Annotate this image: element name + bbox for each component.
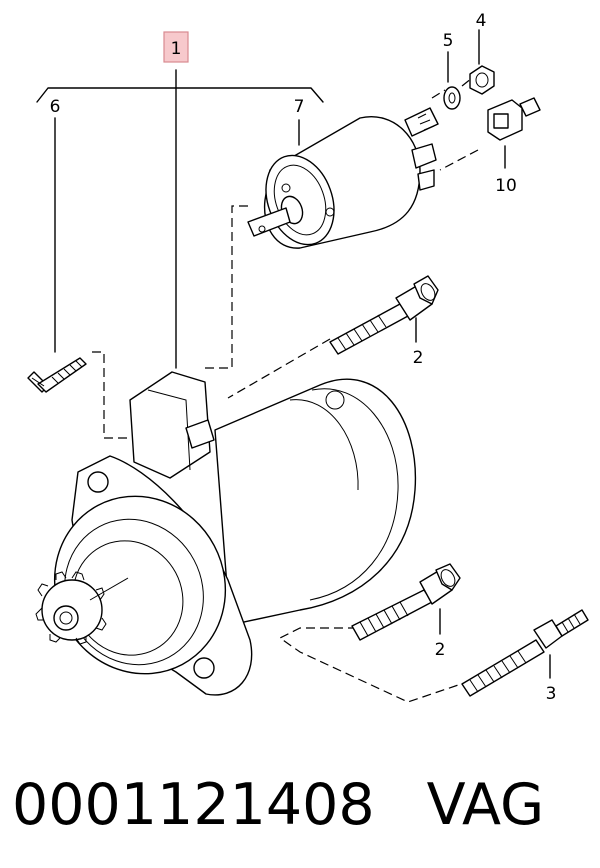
solenoid-7 (247, 107, 439, 249)
stud-3 (461, 609, 589, 697)
brand-name: VAG (426, 772, 545, 838)
washer-5 (443, 86, 461, 110)
callout-4: 4 (476, 11, 487, 31)
assembly-dashes (92, 77, 479, 703)
callout-5: 5 (443, 31, 454, 51)
callout-3: 3 (546, 684, 557, 704)
callout-10: 10 (495, 176, 517, 196)
assembly-bracket (36, 69, 324, 369)
bolt-2-lower (351, 563, 461, 641)
connector-10 (487, 97, 541, 141)
starter-motor-body (35, 371, 417, 696)
starter-exploded-diagram: 1 (27, 11, 589, 704)
screw-6 (27, 357, 87, 393)
callout-2-lower: 2 (435, 640, 446, 660)
bolt-2-upper (329, 275, 439, 355)
leader-lines (54, 29, 551, 679)
nut-4 (469, 65, 495, 95)
callout-1-box: 1 (163, 31, 189, 63)
callout-7: 7 (294, 97, 305, 117)
footer-caption: 0001121408 VAG (12, 760, 592, 850)
callout-6: 6 (50, 97, 61, 117)
callout-labels: 6 7 5 4 10 2 2 3 (50, 11, 557, 704)
part-number: 0001121408 (12, 772, 375, 838)
callout-2-upper: 2 (413, 348, 424, 368)
callout-1: 1 (171, 39, 182, 59)
